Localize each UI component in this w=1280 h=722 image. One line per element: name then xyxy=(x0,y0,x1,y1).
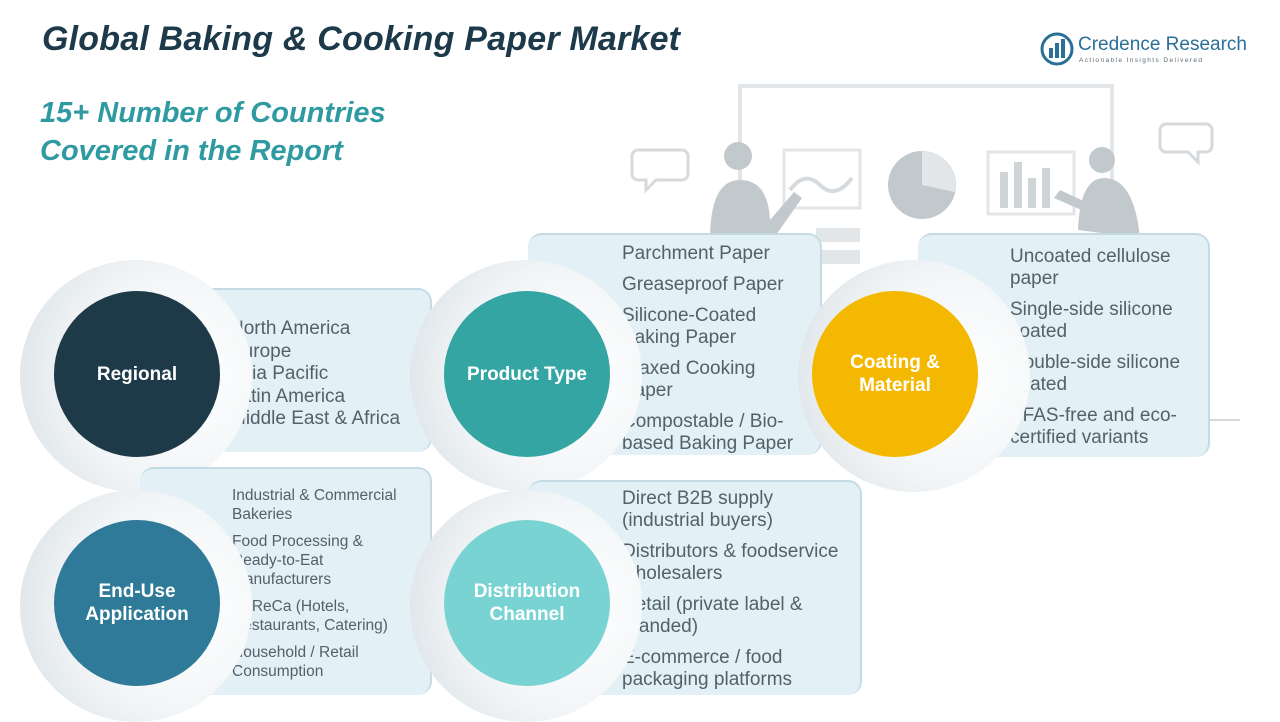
list-item: Single-side silicone coated xyxy=(1010,299,1173,342)
product-type-circle: Product Type xyxy=(444,291,610,457)
list-item: HoReCa (Hotels, Restaurants, Catering) xyxy=(232,598,388,634)
list-item: PFAS-free and eco-certified variants xyxy=(1010,405,1177,448)
end-use-circle: End-Use Application xyxy=(54,520,220,686)
list-item: Asia Pacific xyxy=(230,363,329,384)
subtitle-line-1: 15+ Number of Countries xyxy=(40,97,386,129)
regional-label: Regional xyxy=(96,363,178,385)
list-item: Uncoated cellulose paper xyxy=(1010,246,1171,289)
list-item: E-commerce / food packaging platforms xyxy=(622,647,793,690)
subtitle: 15+ Number of Countries Covered in the R… xyxy=(40,94,386,170)
distribution-channel-list: Direct B2B supply (industrial buyers) Di… xyxy=(622,488,858,700)
bar-chart-logo-icon xyxy=(1040,32,1074,66)
list-item: Retail (private label & branded) xyxy=(622,594,803,637)
product-type-list: Parchment Paper Greaseproof Paper Silico… xyxy=(622,243,812,464)
coating-label-line-1: Coating & xyxy=(850,352,940,373)
list-item: Waxed Cooking Paper xyxy=(622,358,756,401)
list-item: Latin America xyxy=(230,385,346,407)
list-item: Silicone-Coated Baking Paper xyxy=(622,305,757,348)
end-use-label-line-2: Application xyxy=(85,604,189,625)
logo-name: Credence Research xyxy=(1078,34,1247,55)
list-item: Double-side silicone coated xyxy=(1010,352,1181,395)
brand-logo: Credence Research Actionable Insights De… xyxy=(1040,32,1250,70)
list-item: Greaseproof Paper xyxy=(622,274,784,295)
product-type-label: Product Type xyxy=(467,363,587,385)
list-item: Direct B2B supply (industrial buyers) xyxy=(622,488,774,531)
end-use-label-line-1: End-Use xyxy=(98,581,176,602)
list-item: North America xyxy=(230,318,351,339)
coating-label-line-2: Material xyxy=(859,375,931,396)
list-item: Household / Retail Consumption xyxy=(232,644,359,680)
distribution-channel-circle: Distribution Channel xyxy=(444,520,610,686)
coating-material-list: Uncoated cellulose paper Single-side sil… xyxy=(1010,246,1190,458)
distribution-label-line-2: Channel xyxy=(489,604,565,625)
list-item: Parchment Paper xyxy=(622,243,770,264)
subtitle-line-2: Covered in the Report xyxy=(40,135,343,167)
coating-material-circle: Coating & Material xyxy=(812,291,978,457)
distribution-label-line-1: Distribution xyxy=(473,581,581,602)
logo-tagline: Actionable Insights Delivered xyxy=(1079,57,1204,64)
list-item: Industrial & Commercial Bakeries xyxy=(232,487,397,523)
list-item: Food Processing & Ready-to-Eat Manufactu… xyxy=(232,533,363,588)
list-item: Middle East & Africa xyxy=(230,408,401,429)
regional-circle: Regional xyxy=(54,291,220,457)
list-item: Compostable / Bio-based Baking Paper xyxy=(622,411,794,454)
presentation-illustration xyxy=(630,84,1240,421)
list-item: Distributors & foodservice wholesalers xyxy=(622,541,839,584)
list-item: Europe xyxy=(230,340,292,362)
page-title: Global Baking & Cooking Paper Market xyxy=(42,20,681,58)
end-use-list: Industrial & Commercial Bakeries Food Pr… xyxy=(232,486,422,689)
regional-list: North America Europe Asia Pacific Latin … xyxy=(230,318,400,431)
